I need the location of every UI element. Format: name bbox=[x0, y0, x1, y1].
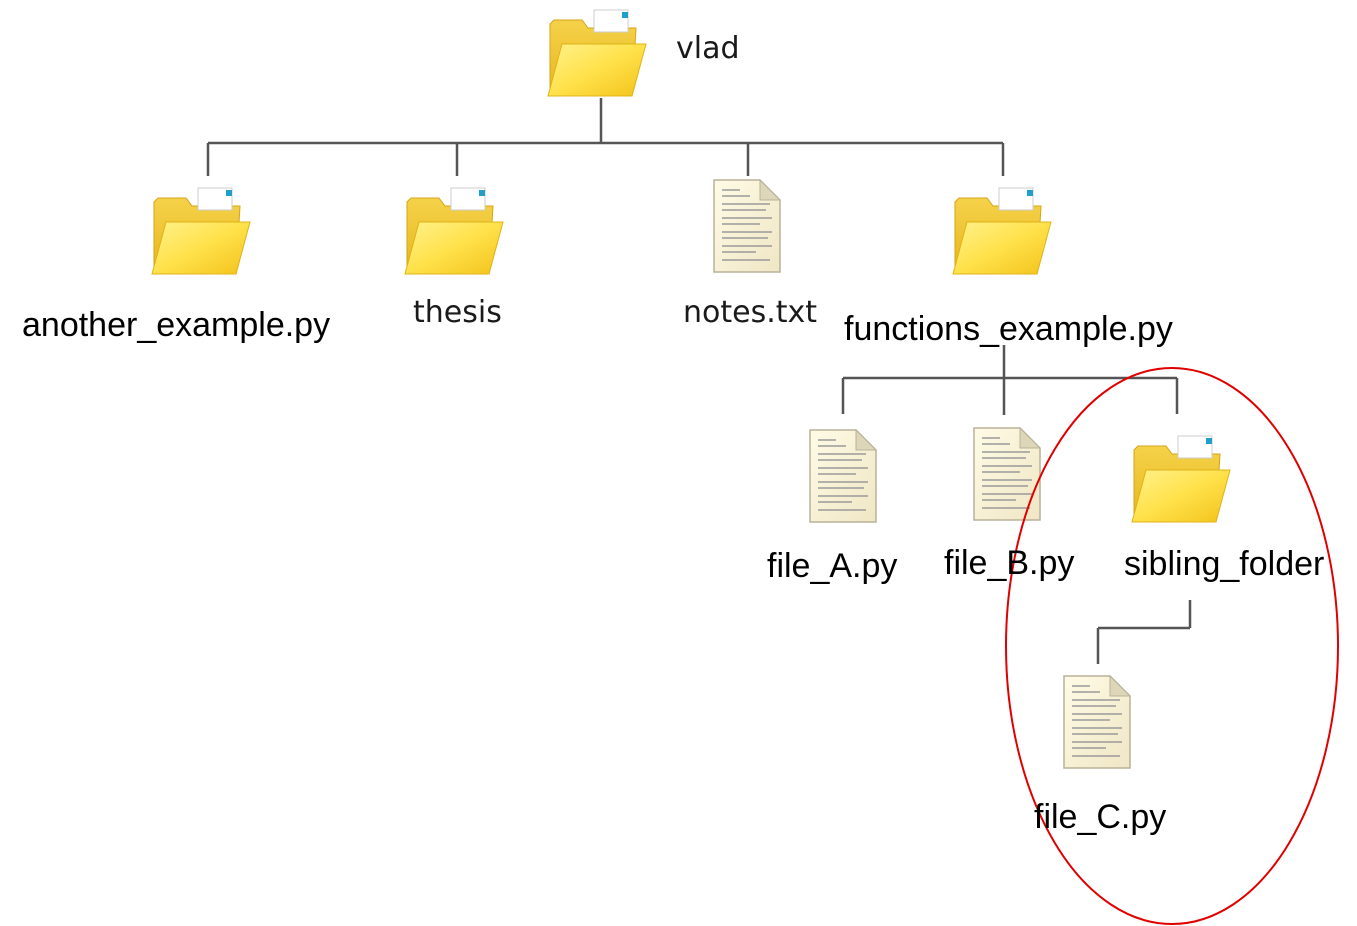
folder-icon bbox=[952, 187, 1052, 275]
node-label-file-a: file_A.py bbox=[767, 547, 898, 585]
document-icon bbox=[973, 427, 1041, 521]
folder-icon bbox=[404, 187, 504, 275]
document-icon bbox=[809, 429, 877, 523]
highlight-ellipse bbox=[1005, 367, 1339, 925]
node-label-sibling-folder: sibling_folder bbox=[1124, 545, 1325, 583]
node-label-thesis: thesis bbox=[413, 295, 502, 330]
node-label-file-b: file_B.py bbox=[944, 544, 1075, 582]
root-label: vlad bbox=[676, 31, 740, 66]
folder-icon bbox=[151, 187, 251, 275]
root-folder-icon bbox=[547, 9, 647, 97]
document-icon bbox=[1063, 675, 1131, 769]
document-icon bbox=[713, 179, 781, 273]
folder-icon bbox=[1131, 435, 1231, 523]
node-label-notes: notes.txt bbox=[683, 295, 818, 330]
node-label-functions-example: functions_example.py bbox=[844, 310, 1173, 348]
node-label-file-c: file_C.py bbox=[1034, 798, 1167, 836]
connector-lines bbox=[206, 98, 1192, 664]
node-label-another-example: another_example.py bbox=[22, 306, 331, 344]
